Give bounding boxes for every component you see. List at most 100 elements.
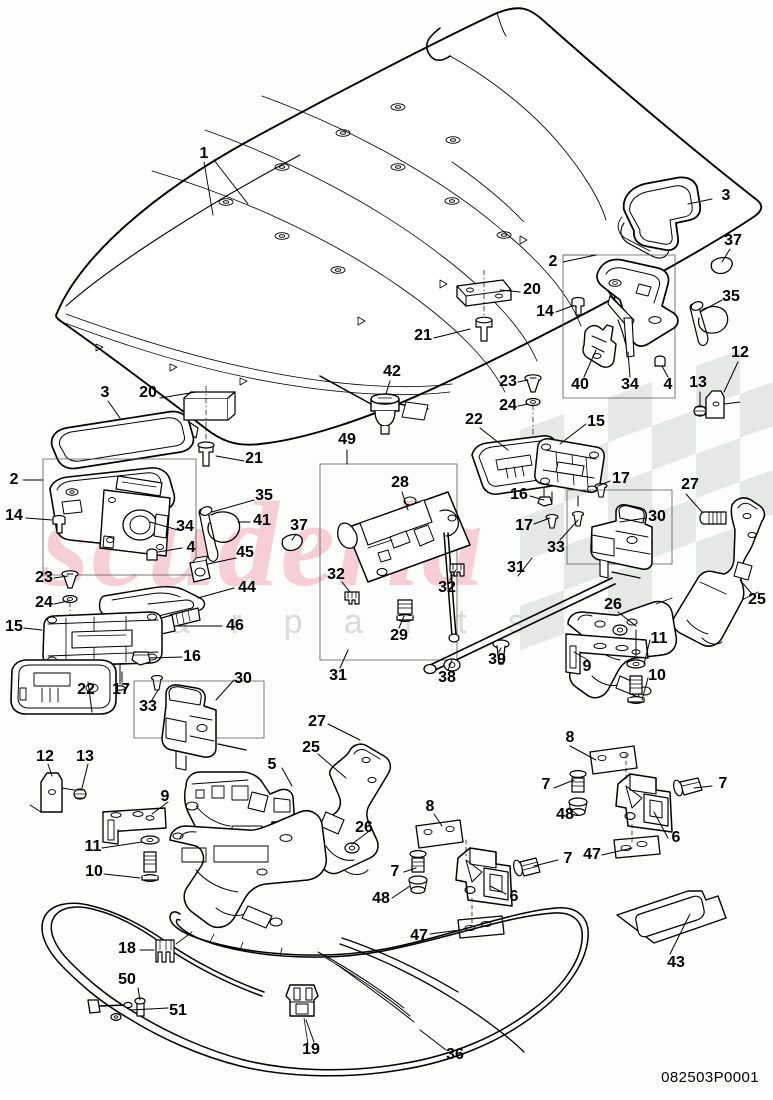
callout-32-40: 32 xyxy=(438,579,456,596)
part-41-loop-left xyxy=(207,511,241,543)
callout-25-43: 25 xyxy=(748,591,766,608)
part-20-block-left xyxy=(183,385,236,441)
callout-17-32: 17 xyxy=(515,517,533,534)
part-17-bolt-upper-a xyxy=(545,514,559,529)
part-12-bracket-left xyxy=(29,772,75,813)
part-12-bracket-upper xyxy=(705,390,741,419)
callout-11-48: 11 xyxy=(650,630,668,647)
callout-7-65: 7 xyxy=(541,776,551,793)
part-48-grommet-right xyxy=(568,797,588,816)
part-4-pin-upper xyxy=(654,355,666,367)
callout-36-85: 36 xyxy=(446,1046,464,1063)
callout-7-73: 7 xyxy=(563,850,573,867)
part-11-washer-left xyxy=(140,835,160,845)
leader-lines xyxy=(23,159,753,1051)
part-7-bolt-right-a xyxy=(569,769,587,793)
part-6-striker-right xyxy=(615,753,673,833)
part-18-clip xyxy=(155,931,193,963)
callout-7-75: 7 xyxy=(390,863,400,880)
part-21-bolt-upper xyxy=(475,316,493,342)
part-28-latch-bar xyxy=(337,491,471,643)
callout-34-12: 34 xyxy=(621,376,639,393)
part-33-bolt-left xyxy=(150,675,164,691)
callout-22-18: 22 xyxy=(465,411,483,428)
part-2-assembly-box-upper xyxy=(562,254,676,399)
callout-29-47: 29 xyxy=(390,627,408,644)
part-16-clip-upper xyxy=(537,487,553,507)
part-43-trim-plate xyxy=(616,890,727,944)
callout-4-34: 4 xyxy=(186,539,196,556)
callout-8-69: 8 xyxy=(425,798,435,815)
callout-51-83: 51 xyxy=(169,1002,187,1019)
part-17-bolt-upper-b xyxy=(594,483,608,498)
callout-45-35: 45 xyxy=(236,544,254,561)
part-30-motor-left-body xyxy=(161,684,247,771)
callout-2-22: 2 xyxy=(9,471,19,488)
part-38-nut xyxy=(443,658,461,672)
callout-30-33: 30 xyxy=(648,508,666,525)
callout-11-70: 11 xyxy=(84,838,102,855)
callout-23-9: 23 xyxy=(499,373,517,390)
part-32-clip-a xyxy=(344,591,360,605)
callout-23-37: 23 xyxy=(35,569,53,586)
part-2-hinge-upper xyxy=(596,258,679,358)
part-50-bolt xyxy=(134,997,146,1017)
callout-8-60: 8 xyxy=(565,729,575,746)
part-42-grommet xyxy=(319,375,429,435)
callout-35-5: 35 xyxy=(722,288,740,305)
part-3-seal-left xyxy=(50,410,199,470)
part-23-screw-left xyxy=(61,570,79,589)
part-31-push-rod xyxy=(423,577,616,675)
callout-6-78: 6 xyxy=(509,888,519,905)
callout-41-30: 41 xyxy=(253,512,271,529)
callout-44-38: 44 xyxy=(238,579,256,596)
callout-12-8: 12 xyxy=(731,344,749,361)
callout-6-72: 6 xyxy=(671,829,681,846)
part-30-motor xyxy=(590,504,653,579)
callout-3-1: 3 xyxy=(721,187,731,204)
part-7-bolt-right-b xyxy=(673,777,703,797)
part-51-cable-end xyxy=(87,999,133,1014)
part-14-grommet-left xyxy=(52,514,66,534)
part-10-bolt-right xyxy=(627,675,645,704)
callout-15-19: 15 xyxy=(587,413,605,430)
callout-5-64: 5 xyxy=(267,756,277,773)
part-20-block-upper xyxy=(456,269,512,317)
part-9-bracket-right xyxy=(565,629,649,675)
part-37-cap-left xyxy=(281,533,303,552)
callout-20-4: 20 xyxy=(523,281,541,298)
part-15-latch-upper xyxy=(534,438,605,507)
callout-21-7: 21 xyxy=(414,327,432,344)
drawing-number: 082503P0001 xyxy=(661,1069,759,1086)
part-14-grommet-upper xyxy=(571,296,585,316)
callout-1-0: 1 xyxy=(199,145,209,162)
callout-43-80: 43 xyxy=(667,954,685,971)
part-29-bolt xyxy=(396,599,414,622)
callout-37-3: 37 xyxy=(724,232,742,249)
callout-25-61: 25 xyxy=(302,739,320,756)
part-51-pin xyxy=(110,1012,122,1021)
callout-14-6: 14 xyxy=(536,303,554,320)
callout-16-24: 16 xyxy=(510,486,528,503)
callout-26-71: 26 xyxy=(355,819,373,836)
part-30-assembly-box xyxy=(566,489,673,565)
part-26-nut xyxy=(612,624,628,636)
callout-13-10: 13 xyxy=(689,374,707,391)
callout-28-23: 28 xyxy=(391,474,409,491)
callout-3-15: 3 xyxy=(100,384,110,401)
callout-48-77: 48 xyxy=(372,890,390,907)
part-25-hinge-arm-lower xyxy=(310,743,392,875)
part-13-clip-upper xyxy=(693,405,707,417)
callout-20-16: 20 xyxy=(139,384,157,401)
callout-15-45: 15 xyxy=(5,618,23,635)
part-25-hinge-arm xyxy=(672,497,766,647)
part-2-hinge-left xyxy=(49,467,176,557)
callout-2-2: 2 xyxy=(548,253,558,270)
part-23-screw-upper xyxy=(524,374,542,393)
callout-27-26: 27 xyxy=(681,476,699,493)
part-35-retainer-left xyxy=(198,506,219,562)
part-9-bracket-left xyxy=(102,807,167,845)
callout-7-66: 7 xyxy=(718,775,728,792)
